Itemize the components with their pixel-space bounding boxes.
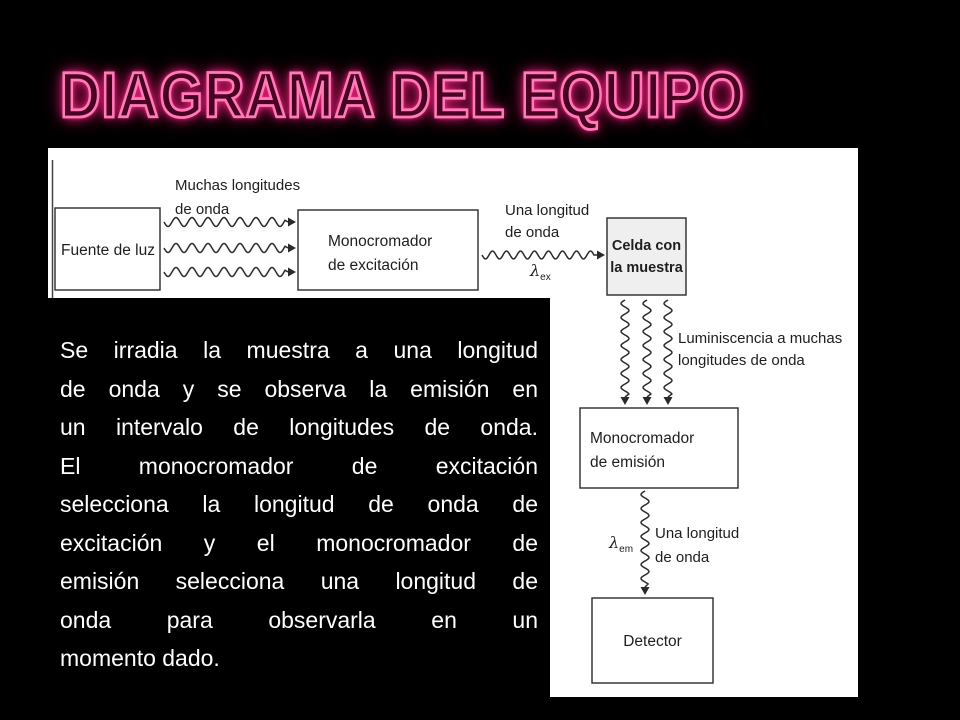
luminescence-line-2: longitudes de onda bbox=[678, 352, 805, 369]
sample-cell-line-2: la muestra bbox=[610, 260, 683, 276]
slide-title: DIAGRAMA DEL EQUIPO bbox=[59, 57, 745, 132]
description-paragraph: Se irradia la muestra a una longitud de … bbox=[60, 331, 538, 678]
source-to-excitation-arrows bbox=[163, 216, 296, 278]
wave-arrow-luminescence-3 bbox=[663, 299, 673, 398]
emission-monochromator-line-1: Monocromador bbox=[590, 430, 694, 447]
many-wavelengths-caption: Muchas longitudes de onda bbox=[175, 177, 300, 218]
arrowhead bbox=[642, 397, 652, 405]
equipment-diagram: Fuente de luz Muchas longitudes de onda … bbox=[48, 148, 858, 697]
description-line: excitación y el monocromador de bbox=[60, 529, 538, 556]
wave-arrow-source-2 bbox=[163, 242, 289, 254]
lambda-ex-label: λex bbox=[529, 261, 551, 283]
wave-arrow-source-3 bbox=[163, 266, 289, 278]
wave-arrow-emission-to-detector bbox=[640, 490, 650, 588]
lambda-ex-symbol: λ bbox=[529, 261, 540, 280]
one-wavelength-bottom-line-2: de onda bbox=[655, 549, 710, 566]
one-wavelength-caption-top: Una longitud de onda bbox=[505, 202, 589, 241]
excitation-monochromator-line-1: Monocromador bbox=[328, 233, 432, 250]
description-line: selecciona la longitud de onda de bbox=[60, 491, 538, 517]
many-wavelengths-line-1: Muchas longitudes bbox=[175, 177, 300, 194]
emission-monochromator-block: Monocromador de emisión bbox=[579, 407, 739, 489]
emission-monochromator-box bbox=[579, 407, 739, 489]
lambda-em-subscript: em bbox=[619, 544, 633, 555]
description-line: emisión selecciona una longitud de bbox=[60, 568, 538, 594]
wave-arrow-luminescence-2 bbox=[642, 299, 652, 398]
arrowhead bbox=[640, 587, 650, 595]
sample-cell-block: Celda con la muestra bbox=[606, 217, 687, 296]
luminescence-line-1: Luminiscencia a muchas bbox=[678, 330, 842, 347]
detector-box bbox=[591, 597, 714, 684]
many-wavelengths-line-2: de onda bbox=[175, 201, 230, 218]
excitation-monochromator-block: Monocromador de excitación bbox=[297, 209, 479, 291]
arrowhead bbox=[663, 397, 673, 405]
description-line: onda para observarla en un bbox=[60, 606, 538, 633]
one-wavelength-caption-bottom: Una longitud de onda bbox=[655, 525, 739, 566]
arrowhead bbox=[620, 397, 630, 405]
wave-arrow-source-1 bbox=[163, 216, 289, 228]
lambda-em-label: λem bbox=[608, 533, 633, 555]
description-line: El monocromador de excitación bbox=[60, 452, 538, 479]
lambda-ex-subscript: ex bbox=[540, 272, 551, 283]
light-source-box bbox=[54, 207, 161, 291]
one-wavelength-top-line-1: Una longitud bbox=[505, 202, 589, 219]
description-line: un intervalo de longitudes de onda. bbox=[60, 414, 538, 440]
light-source-label: Fuente de luz bbox=[61, 242, 155, 259]
wave-arrow-excitation-to-cell bbox=[481, 250, 597, 260]
luminescence-caption: Luminiscencia a muchas longitudes de ond… bbox=[678, 330, 842, 369]
excitation-monochromator-box bbox=[297, 209, 479, 291]
wave-arrow-luminescence-1 bbox=[620, 299, 630, 398]
lambda-em-symbol: λ bbox=[608, 533, 619, 552]
one-wavelength-bottom-line-1: Una longitud bbox=[655, 525, 739, 542]
light-source-block: Fuente de luz bbox=[54, 207, 161, 291]
arrowhead bbox=[597, 250, 605, 260]
detector-block: Detector bbox=[591, 597, 714, 684]
sample-cell-box bbox=[606, 217, 687, 296]
description-line: de onda y se observa la emisión en bbox=[60, 375, 538, 402]
description-line: momento dado. bbox=[60, 645, 220, 671]
arrowhead bbox=[288, 267, 296, 277]
arrowhead bbox=[288, 243, 296, 253]
emission-monochromator-line-2: de emisión bbox=[590, 454, 665, 471]
description-line: Se irradia la muestra a una longitud bbox=[60, 337, 538, 363]
one-wavelength-top-line-2: de onda bbox=[505, 224, 560, 241]
arrowhead bbox=[288, 217, 296, 227]
detector-label: Detector bbox=[623, 633, 682, 650]
sample-cell-line-1: Celda con bbox=[612, 238, 681, 254]
cell-to-emission-arrows bbox=[620, 299, 673, 405]
excitation-monochromator-line-2: de excitación bbox=[328, 257, 418, 274]
